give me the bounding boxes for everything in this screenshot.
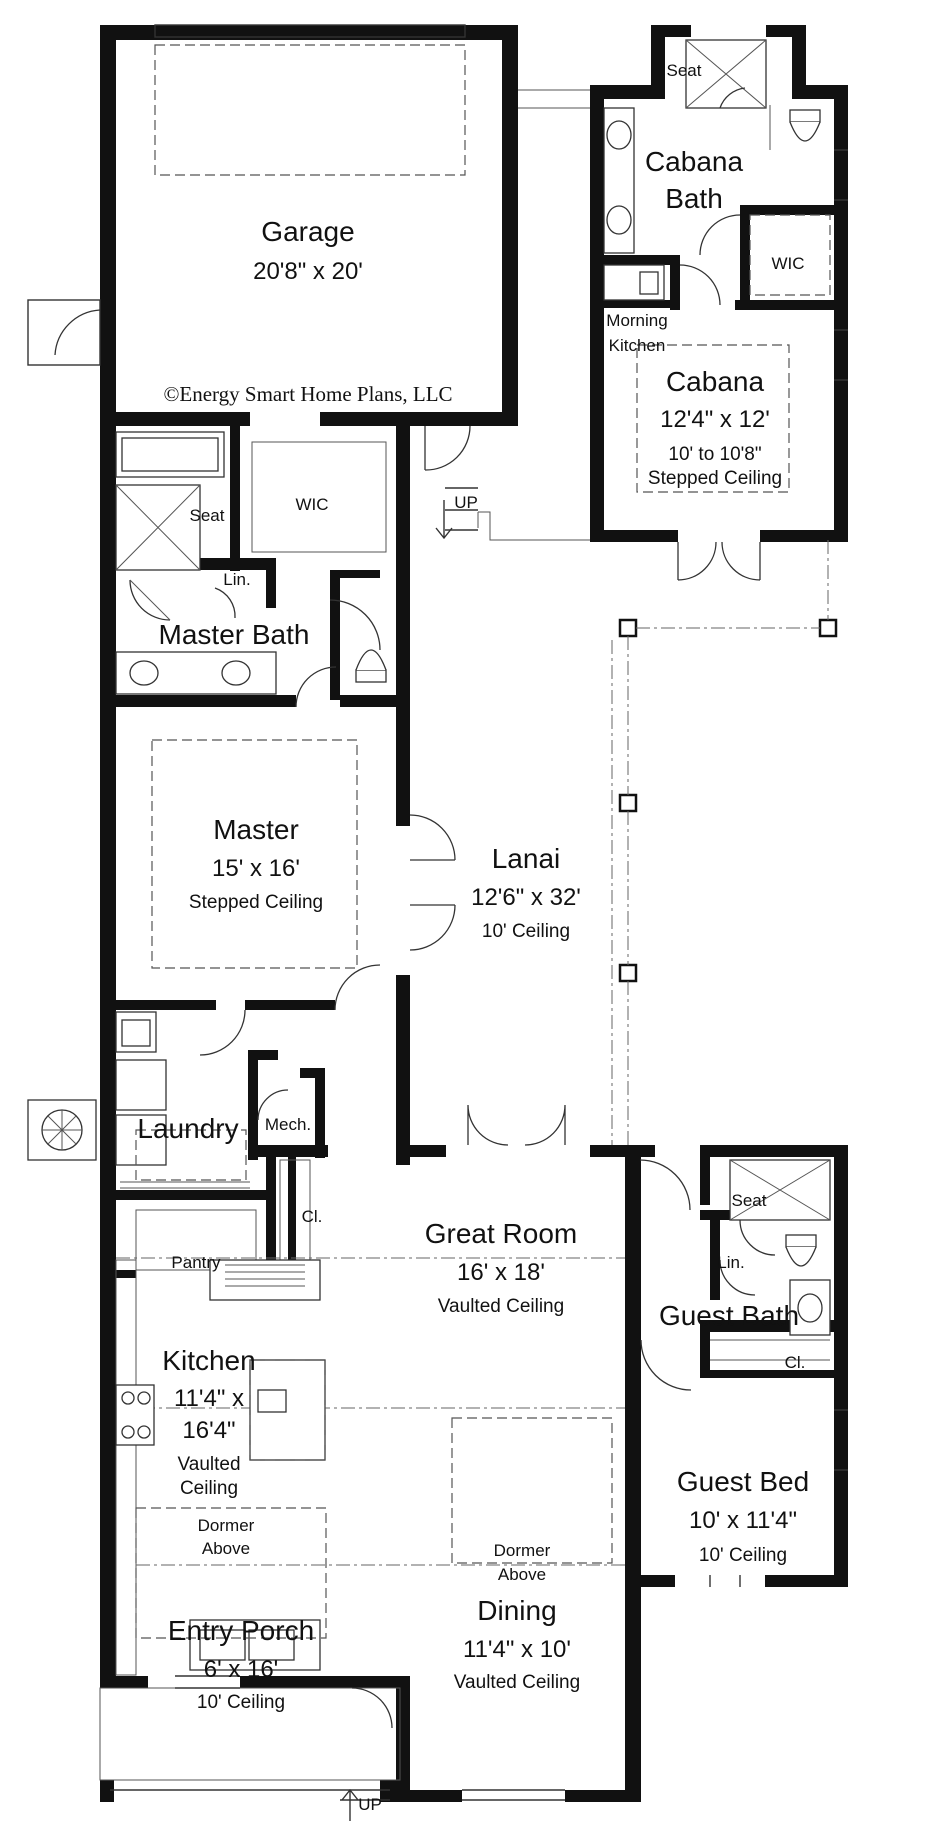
morning-kitchen-label-1: Morning [606,311,667,330]
pantry-label: Pantry [171,1253,221,1272]
lanai-up-label: UP [454,493,478,512]
entry-porch-note: 10' Ceiling [197,1692,285,1713]
laundry-label: Laundry [137,1113,238,1144]
guest-lin-label: Lin. [717,1253,744,1272]
guest-bed-label: Guest Bed [677,1466,809,1497]
master-label: Master [213,814,299,845]
great-room-closet-label: Cl. [302,1207,323,1226]
up-arrow-lanai [435,500,453,540]
guest-seat-label: Seat [732,1191,767,1210]
guest-closet-label: Cl. [785,1353,806,1372]
master-wic-label: WIC [295,495,328,514]
cabana-note-1: 10' to 10'8" [668,444,761,465]
stair-arrows [341,500,453,1821]
entry-porch-label: Entry Porch [168,1615,314,1646]
kitchen-size-2: 16'4" [182,1417,235,1444]
kitchen-dormer-label-1: Dormer [198,1516,255,1535]
kitchen-size-1: 11'4" x [174,1385,244,1412]
cabana-bath-label-2: Bath [665,183,723,214]
kitchen-note-2: Ceiling [180,1478,238,1499]
master-note: Stepped Ceiling [189,892,323,913]
cabana-size: 12'4" x 12' [660,406,770,433]
kitchen-label: Kitchen [162,1345,255,1376]
mech-label: Mech. [265,1115,311,1134]
great-room-size: 16' x 18' [457,1259,545,1286]
lanai-label: Lanai [492,843,561,874]
kitchen-dormer-label-2: Above [202,1539,250,1558]
master-bath-label: Master Bath [159,619,310,650]
morning-kitchen-label-2: Kitchen [609,336,666,355]
guest-bed-size: 10' x 11'4" [689,1507,797,1534]
guest-bath-label: Guest Bath [659,1300,799,1331]
great-room-note: Vaulted Ceiling [438,1296,564,1317]
garage-size: 20'8" x 20' [253,258,363,285]
dining-note: Vaulted Ceiling [454,1672,580,1693]
kitchen-note-1: Vaulted [177,1454,240,1475]
entry-up-label: UP [358,1795,382,1814]
entry-porch-size: 6' x 16' [204,1656,279,1683]
cabana-wic-label: WIC [771,254,804,273]
cabana-bath-label-1: Cabana [645,146,744,177]
dining-size: 11'4" x 10' [463,1636,571,1663]
dining-dormer-label-2: Above [498,1565,546,1584]
master-lin-label: Lin. [223,570,250,589]
great-room-label: Great Room [425,1218,578,1249]
master-size: 15' x 16' [212,855,300,882]
walls [100,25,848,1802]
up-arrow-entry [341,1788,359,1821]
garage-label: Garage [261,216,354,247]
master-seat-label: Seat [190,506,225,525]
cabana-note-2: Stepped Ceiling [648,468,782,489]
dining-label: Dining [477,1595,556,1626]
cabana-seat-label: Seat [667,61,702,80]
copyright-text: ©Energy Smart Home Plans, LLC [163,382,452,406]
lanai-size: 12'6" x 32' [471,884,581,911]
dining-dormer-label-1: Dormer [494,1541,551,1560]
guest-bed-note: 10' Ceiling [699,1545,787,1566]
details [27,24,848,1801]
cabana-label: Cabana [666,366,765,397]
lanai-note: 10' Ceiling [482,921,570,942]
room-labels: Garage 20'8" x 20' ©Energy Smart Home Pl… [137,61,809,1814]
